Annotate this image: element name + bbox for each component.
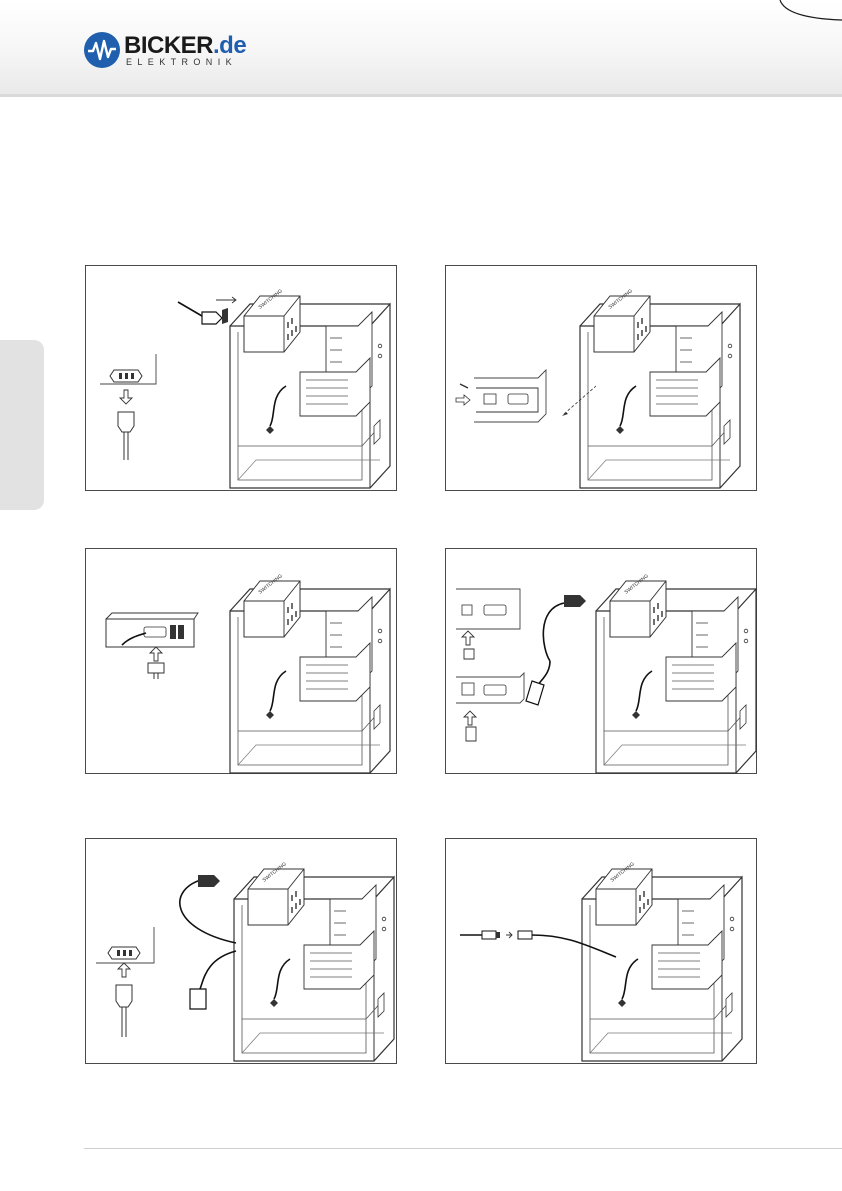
figure-step-3-drawing xyxy=(86,549,398,775)
figure-step-1-drawing xyxy=(86,266,398,492)
brand-subtitle: ELEKTRONIK xyxy=(126,57,237,68)
figure-step-2 xyxy=(445,265,757,491)
figure-step-4-drawing xyxy=(446,549,758,775)
figure-step-6 xyxy=(445,838,757,1064)
figure-step-3 xyxy=(85,548,397,774)
figure-step-6-drawing xyxy=(446,839,758,1065)
figure-step-1 xyxy=(85,265,397,491)
waveform-icon xyxy=(84,32,120,68)
figure-step-2-drawing xyxy=(446,266,758,492)
brand-name: BICKER.de xyxy=(124,33,246,59)
footer-divider xyxy=(84,1148,842,1149)
brand-logo[interactable]: BICKER.de ELEKTRONIK xyxy=(84,32,254,72)
figure-step-4 xyxy=(445,548,757,774)
brand-name-main: BICKER xyxy=(124,32,213,59)
brand-name-tld: .de xyxy=(213,32,246,59)
figure-step-5 xyxy=(85,838,397,1064)
page-corner-curve xyxy=(760,0,842,60)
side-tab xyxy=(0,340,44,510)
figure-step-5-drawing xyxy=(86,839,398,1065)
